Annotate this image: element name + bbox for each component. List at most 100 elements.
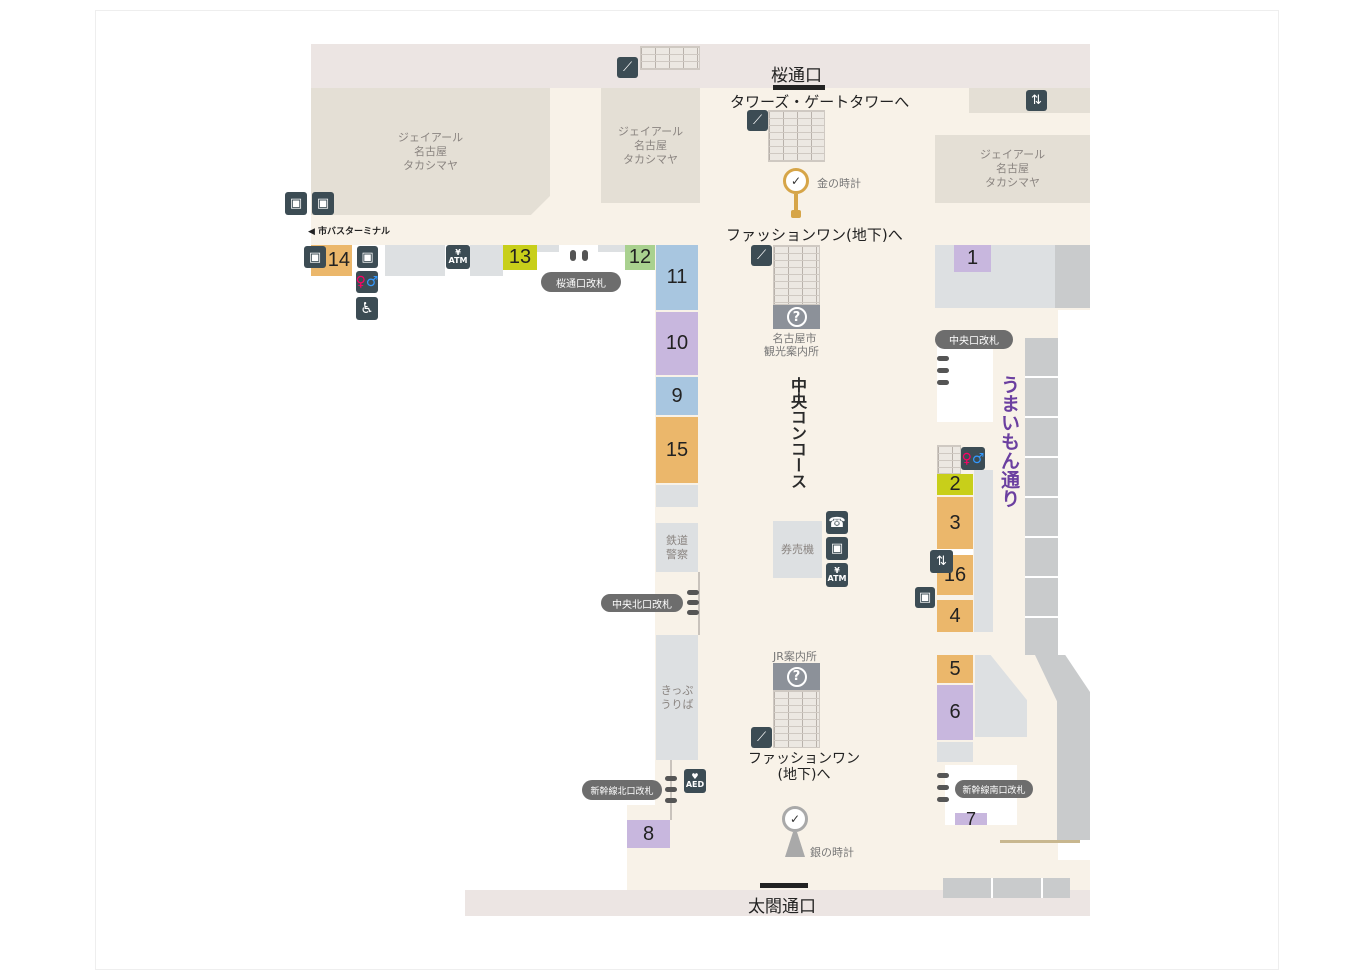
gate-marker [937,356,949,361]
fashion-one-line: ファッションワン [748,751,860,767]
escalator-icon[interactable]: ⟋ [751,245,772,266]
tourist-info-icon[interactable]: ? [773,305,820,329]
gate-marker [687,600,699,605]
gold-clock-stand [794,194,798,212]
shop-7[interactable]: 7 [955,810,987,828]
shop-8[interactable]: 8 [627,820,670,848]
shop-6[interactable]: 6 [937,685,973,740]
elevator-icon[interactable]: ⇅ [930,550,953,573]
gate-marker [937,797,949,802]
restroom-icon[interactable]: ♀♂ [961,447,985,470]
aed-text: AED [685,780,705,789]
ticket-office: きっぷうりば [656,635,698,760]
fashion-one-direction-south[interactable]: ファッションワン(地下)へ [748,751,860,783]
shop-15[interactable]: 15 [656,417,698,483]
umaimon-shops [1025,338,1058,655]
shop-13[interactable]: 13 [503,245,537,270]
silver-clock-icon: ✓ [782,806,808,832]
escalator-stairs [768,110,825,162]
shop-4[interactable]: 4 [937,600,973,632]
locker-icon[interactable]: ▣ [285,192,307,215]
shinkansen-south-gate-label[interactable]: 新幹線南口改札 [955,780,1033,798]
stairs-edge [1000,840,1080,843]
sakura-entrance-bar [773,85,825,90]
gate-marker [687,590,699,595]
shop-grey [1055,245,1090,308]
restroom-icon[interactable]: ♀♂ [356,271,378,293]
shop-10[interactable]: 10 [656,312,698,375]
ticket-machines[interactable]: 券売機 [773,521,822,578]
jr-info-label: JR案内所 [773,650,817,663]
atm-icon[interactable]: ¥ATM [446,245,470,269]
shop-grey [385,245,445,276]
tourist-info-line: 名古屋市 [772,332,817,345]
gate-wall [598,245,625,252]
shop-grey [470,245,503,276]
taiko-entrance-bar [760,883,808,888]
ticket-office-label: うりば [660,697,694,711]
gate-marker [665,798,677,803]
gate-marker [937,785,949,790]
shop-12[interactable]: 12 [625,245,655,270]
shop-1[interactable]: 1 [954,245,991,272]
gate-marker [665,776,677,781]
atm-icon[interactable]: ¥ATM [826,563,848,587]
atm-yen: ¥ [455,248,461,257]
ticket-office-label: きっぷ [660,683,694,697]
shop-5[interactable]: 5 [937,655,973,683]
sakura-gate-label[interactable]: 桜通口改札 [541,272,621,292]
central-concourse-label: 中央コンコース [788,377,807,489]
gate-line [698,572,700,635]
shop-2[interactable]: 2 [937,473,973,495]
tourist-info-line: 観光案内所 [764,345,819,358]
south-shops [943,878,1070,898]
gate-marker [582,250,588,261]
shop-grey [937,742,973,762]
escalator-stairs [773,690,820,748]
gate-marker [687,610,699,615]
info-symbol: ? [786,666,807,687]
gate-marker [937,773,949,778]
umaimon-street-label: うまいもん通り [998,375,1020,508]
shop-grey [656,485,698,507]
escalator-stairs [640,46,700,70]
locker-icon[interactable]: ▣ [304,246,326,268]
elevator-icon[interactable]: ⇅ [1026,90,1047,111]
shop-9[interactable]: 9 [656,377,698,415]
shop-3[interactable]: 3 [937,497,973,549]
bus-terminal-direction[interactable]: ◀ 市バスターミナル [308,227,391,237]
locker-icon[interactable]: ▣ [357,246,378,268]
takashimaya-building-east: ジェイアール 名古屋 タカシマヤ [935,135,1090,203]
shop-grey [974,470,993,632]
gate-marker [570,250,576,261]
gold-clock-icon: ✓ [783,168,809,194]
stairs [937,445,961,474]
aed-icon[interactable]: ♥AED [684,769,706,793]
gate-marker [665,787,677,792]
gap [937,549,973,555]
central-north-gate-label[interactable]: 中央北口改札 [601,594,683,612]
towers-direction[interactable]: タワーズ・ゲートタワーへ [730,93,910,111]
escalator-stairs [773,245,820,305]
locker-icon[interactable]: ▣ [312,192,334,215]
gate-marker [937,368,949,373]
takashimaya-building-center: ジェイアール 名古屋 タカシマヤ [601,88,700,203]
gold-clock-label: 金の時計 [817,177,861,190]
railway-police-label: 鉄道 [666,533,688,547]
fashion-one-direction-north[interactable]: ファッションワン(地下)へ [726,226,903,244]
central-gate-label[interactable]: 中央口改札 [935,330,1013,349]
fashion-one-line: (地下)へ [777,767,831,783]
jr-info-icon[interactable]: ? [773,663,820,690]
north-entrance-band [311,44,1090,88]
shop-11[interactable]: 11 [656,245,698,310]
escalator-icon[interactable]: ⟋ [617,57,638,78]
phone-icon[interactable]: ☎ [826,511,848,534]
takashimaya-building-west: ジェイアール 名古屋 タカシマヤ [311,88,550,215]
escalator-icon[interactable]: ⟋ [751,727,772,748]
silver-clock-label: 銀の時計 [810,846,854,859]
shinkansen-north-gate-label[interactable]: 新幹線北口改札 [582,780,662,800]
locker-icon[interactable]: ▣ [915,587,935,608]
wheelchair-icon[interactable]: ♿ [356,297,378,320]
escalator-icon[interactable]: ⟋ [747,110,768,131]
locker-icon[interactable]: ▣ [826,537,848,560]
